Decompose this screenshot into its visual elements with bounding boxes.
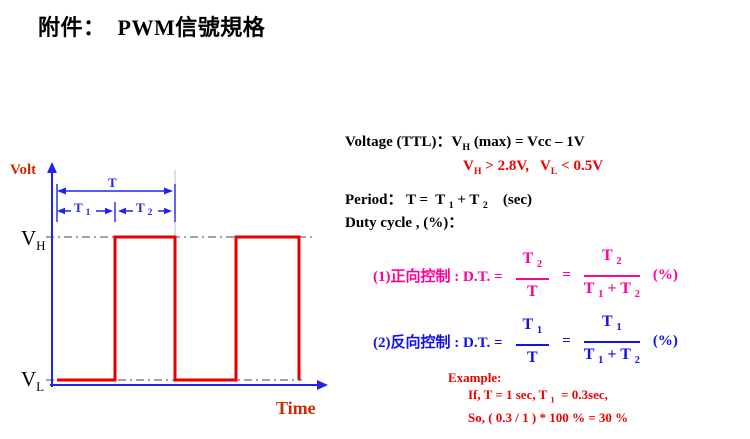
fraction-numerator: T 1 [515, 315, 550, 347]
t1-label-bg [71, 200, 96, 214]
vl-level-label: VL [21, 367, 45, 395]
fraction-denominator: T [527, 283, 538, 301]
volt-axis-label: Volt [10, 162, 37, 178]
voltage-prefix: Voltage (TTL)：V [345, 134, 463, 150]
duty-cycle-line: Duty cycle , (%)： [345, 215, 464, 231]
example-line-2: So, ( 0.3 / 1 ) * 100 % = 30 % [468, 409, 629, 425]
vh-subscript: H [36, 238, 46, 254]
t1-arrow-left-head [57, 207, 65, 215]
equals-sign: = [562, 267, 571, 284]
fraction-numerator: T 1 [583, 312, 640, 344]
page-title: 附件： PWM信號規格 [38, 15, 266, 40]
vh-subscript: H [462, 142, 471, 153]
t-period-label: T [108, 175, 117, 190]
forward-formula-label: (1)正向控制 : D.T. = [373, 269, 503, 286]
t1-arrow-right-head [105, 207, 113, 215]
example-block: Example: If, T = 1 sec, T 1 = 0.3sec, So… [448, 369, 628, 426]
percent-label: (%) [652, 333, 678, 350]
period-spec-line: Period： T = T 1 + T 2 (sec) [345, 192, 533, 211]
equals-sign: = [562, 333, 571, 350]
t2-arrow-right-head [164, 207, 172, 215]
pwm-waveform [57, 235, 301, 382]
example-line-1: If, T = 1 sec, T 1 = 0.3sec, [468, 387, 608, 405]
fraction-numerator: T 2 [515, 249, 550, 281]
fraction-t1-over-t: T 1 T [515, 315, 550, 368]
fraction-denominator: T 1 + T 2 [583, 346, 640, 367]
fraction-t2-over-t: T 2 T [515, 249, 550, 302]
t2-label-bg [133, 200, 158, 214]
voltage-spec-line: Voltage (TTL)：VH (max) = Vcc – 1V [345, 130, 585, 153]
t2-arrow-left-head [118, 207, 126, 215]
x-axis-arrowhead [317, 380, 328, 390]
example-heading: Example: [448, 370, 502, 385]
voltage-range-line: VH > 2.8V, VL < 0.5V [463, 158, 604, 177]
fraction-denominator: T 1 + T 2 [583, 280, 640, 301]
time-axis-label: Time [276, 398, 316, 418]
percent-label: (%) [652, 267, 678, 284]
t-arrow-left-head [57, 187, 66, 195]
fraction-numerator: T 2 [583, 246, 640, 278]
y-axis-arrowhead [47, 162, 57, 173]
fraction-denominator: T [527, 349, 538, 367]
reverse-formula-label: (2)反向控制 : D.T. = [373, 335, 503, 352]
vl-subscript: L [36, 379, 45, 395]
t-arrow-right-head [164, 187, 173, 195]
voltage-value: (max) = Vcc – 1V [470, 134, 585, 150]
vh-level-label: VH [21, 226, 46, 254]
